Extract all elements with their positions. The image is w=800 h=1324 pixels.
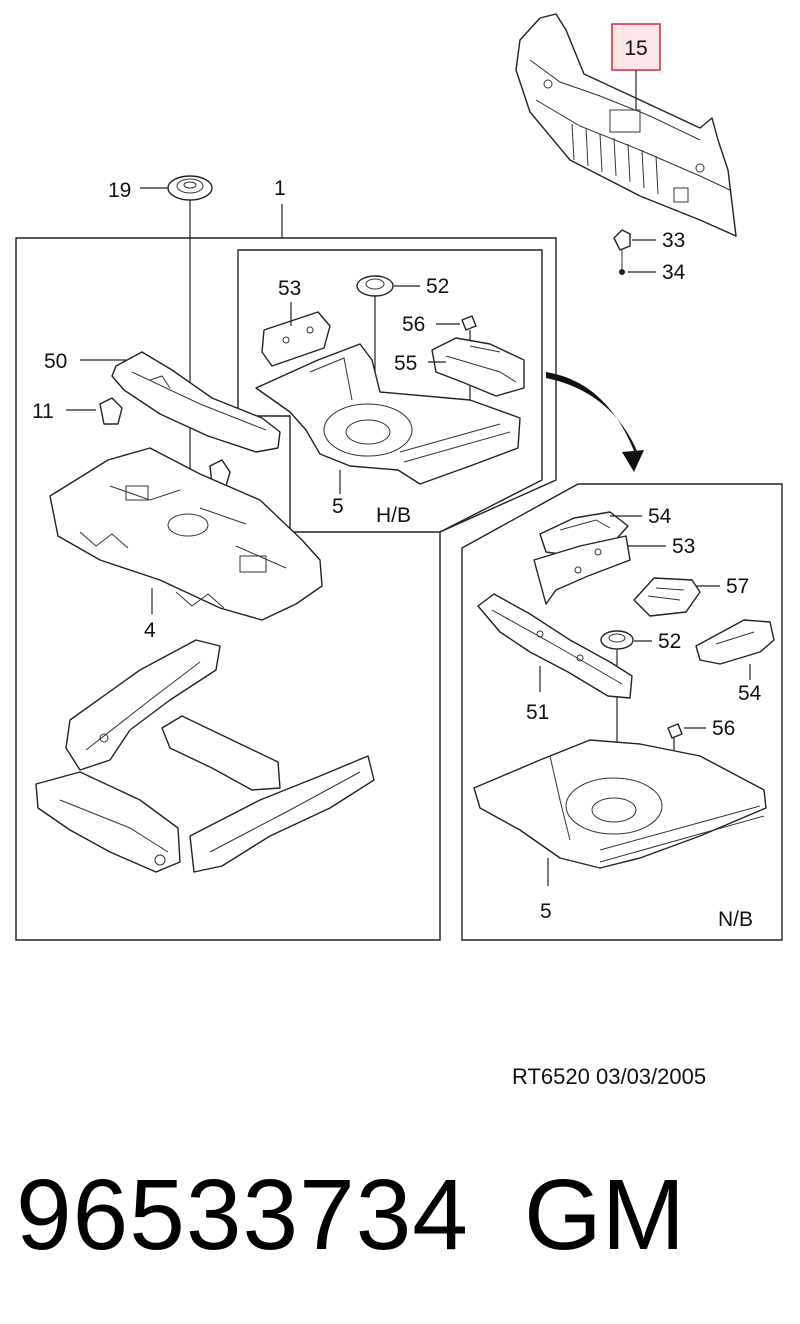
callout-50: 50 <box>44 350 67 373</box>
callout-52-nb: 52 <box>658 630 681 653</box>
callout-51: 51 <box>526 701 549 724</box>
callout-54-bottom: 54 <box>738 682 762 705</box>
clip-part-33: 33 <box>613 229 685 252</box>
callout-56-nb: 56 <box>712 717 735 740</box>
bracket-part-55: 55 <box>394 337 525 397</box>
bracket-part-54-bottom: 54 <box>695 619 775 705</box>
plug-part-19: 19 <box>108 175 213 515</box>
bracket-part-53-nb: 53 <box>533 535 695 605</box>
callout-1: 1 <box>274 177 286 200</box>
parts-diagram: 15 33 34 19 1 53 52 <box>15 13 783 941</box>
nb-inset-frame <box>461 483 783 941</box>
callout-5-nb: 5 <box>540 900 552 923</box>
rear-floor-part-5-nb: 5 N/B <box>473 739 767 931</box>
callout-57: 57 <box>726 575 749 598</box>
callout-5-hb: 5 <box>332 495 344 518</box>
frame-rails <box>35 639 375 873</box>
callout-19: 19 <box>108 179 131 202</box>
bracket-part-53-hb: 53 <box>261 277 331 367</box>
callout-15: 15 <box>624 37 647 60</box>
bracket-part-57: 57 <box>633 575 749 617</box>
callout-4: 4 <box>144 619 156 642</box>
crossmember-part-50: 50 <box>44 350 281 453</box>
rear-floor-part-5-hb: 5 H/B <box>255 343 521 527</box>
variant-label-nb: N/B <box>718 908 753 931</box>
callout-33: 33 <box>662 229 685 252</box>
bolt-part-34: 34 <box>619 250 686 284</box>
drawing-reference: RT6520 03/03/2005 <box>512 1064 707 1089</box>
callout-15-highlight: 15 <box>611 23 661 110</box>
callout-11: 11 <box>32 400 54 423</box>
brand-name: GM <box>524 1159 686 1271</box>
rear-panel-part-15 <box>515 13 737 237</box>
callout-55: 55 <box>394 352 417 375</box>
floor-panel-part-4: 4 <box>49 447 323 642</box>
callout-56-hb: 56 <box>402 313 425 336</box>
variant-arrow <box>546 372 644 472</box>
variant-label-hb: H/B <box>376 504 411 527</box>
crossmember-part-51: 51 <box>477 593 633 724</box>
part-number: 96533734 <box>16 1159 469 1271</box>
callout-53-hb: 53 <box>278 277 301 300</box>
callout-54-top: 54 <box>648 505 672 528</box>
callout-53-nb: 53 <box>672 535 695 558</box>
callout-34: 34 <box>662 261 686 284</box>
callout-52-hb: 52 <box>426 275 449 298</box>
cap-part-52-hb: 52 <box>356 275 449 430</box>
